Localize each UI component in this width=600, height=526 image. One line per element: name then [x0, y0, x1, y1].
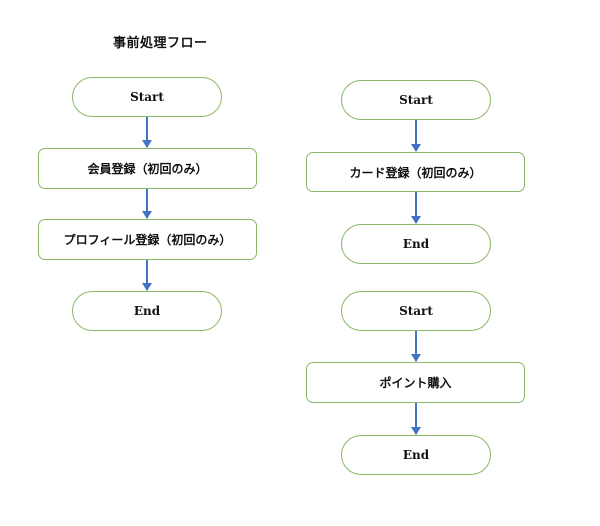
card-registration-step: カード登録（初回のみ） — [306, 152, 525, 192]
arrow-down-icon — [411, 331, 421, 362]
arrow-down-icon — [411, 403, 421, 435]
point-purchase-step: ポイント購入 — [306, 362, 525, 403]
registration-end-terminal: End — [72, 291, 222, 331]
profile-registration-step: プロフィール登録（初回のみ） — [38, 219, 257, 260]
arrow-down-icon — [142, 189, 152, 219]
card-start-terminal: Start — [341, 80, 491, 120]
registration-start-terminal: Start — [72, 77, 222, 117]
arrow-down-icon — [411, 192, 421, 224]
card-end-terminal: End — [341, 224, 491, 264]
arrow-down-icon — [411, 120, 421, 152]
arrow-down-icon — [142, 117, 152, 148]
points-start-terminal: Start — [341, 291, 491, 331]
points-end-terminal: End — [341, 435, 491, 475]
diagram-title: 事前処理フロー — [113, 36, 208, 51]
arrow-down-icon — [142, 260, 152, 291]
member-registration-step: 会員登録（初回のみ） — [38, 148, 257, 189]
